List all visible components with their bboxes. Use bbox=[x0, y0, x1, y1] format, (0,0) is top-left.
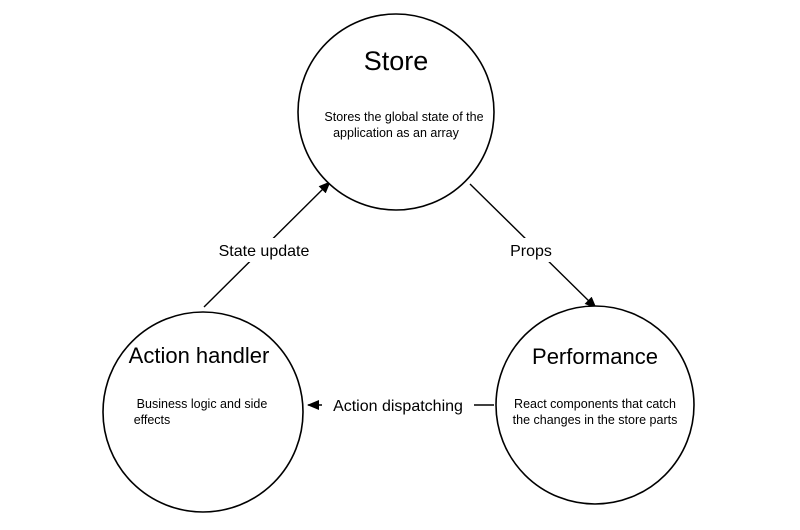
action-handler-title: Action handler bbox=[129, 343, 270, 368]
node-store: Store Stores the global state of the app… bbox=[297, 13, 495, 211]
state-update-label: State update bbox=[219, 243, 310, 260]
store-title: Store bbox=[364, 46, 429, 76]
store-description-line2: application as an array bbox=[333, 126, 460, 140]
store-description-line1: Stores the global state of the bbox=[324, 110, 483, 124]
action-dispatching-label: Action dispatching bbox=[333, 398, 463, 415]
action-dispatching-label-bg bbox=[322, 393, 474, 417]
edge-performance-to-action-handler: Action dispatching bbox=[307, 393, 494, 417]
state-update-label-bg bbox=[208, 238, 320, 262]
props-label-bg bbox=[503, 238, 559, 262]
action-handler-description-line1: Business logic and side bbox=[137, 397, 268, 411]
action-handler-circle bbox=[102, 311, 304, 513]
performance-title: Performance bbox=[532, 344, 658, 369]
action-handler-description-line2: effects bbox=[134, 413, 171, 427]
edge-store-to-performance: Props bbox=[469, 183, 597, 309]
node-performance: Performance React components that catch … bbox=[495, 305, 695, 505]
edge-action-handler-to-store: State update bbox=[203, 181, 331, 308]
props-label: Props bbox=[510, 243, 552, 260]
performance-circle bbox=[495, 305, 695, 505]
node-action-handler: Action handler Business logic and side e… bbox=[102, 311, 304, 513]
store-circle bbox=[297, 13, 495, 211]
performance-description-line1: React components that catch bbox=[514, 397, 676, 411]
performance-description-line2: the changes in the store parts bbox=[513, 413, 678, 427]
